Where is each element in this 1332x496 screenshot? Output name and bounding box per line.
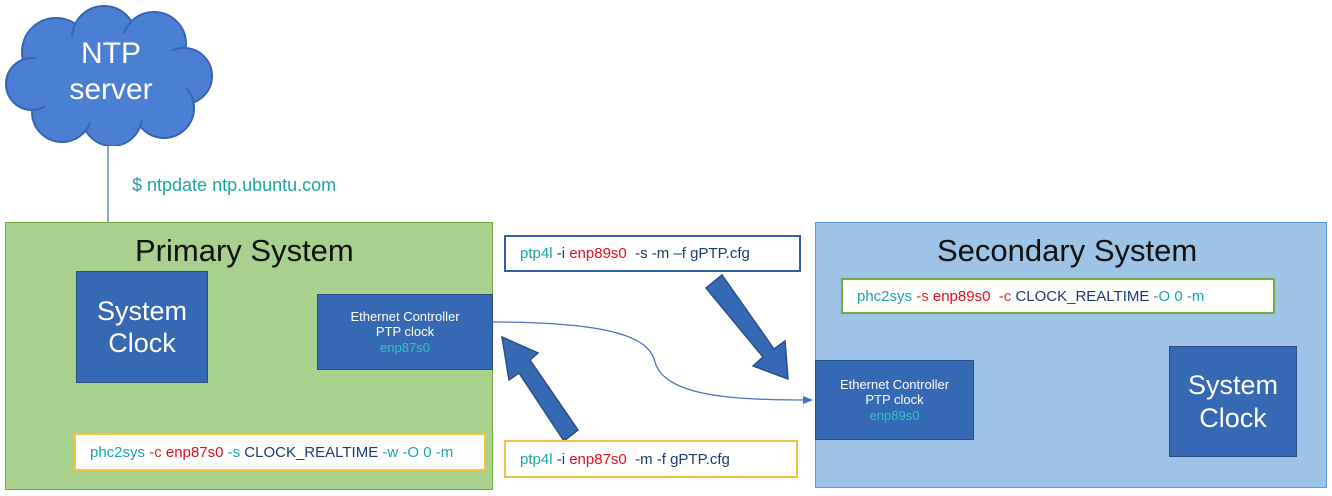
command-token: CLOCK_REALTIME (244, 443, 383, 461)
command-token: enp87s0 (569, 450, 636, 468)
command-token: CLOCK_REALTIME (1015, 287, 1154, 305)
secondary-ethernet-controller-box: Ethernet Controller PTP clock enp89s0 (815, 360, 974, 440)
secondary-system-title: Secondary System (937, 233, 1198, 268)
command-token: -i (556, 450, 570, 468)
primary-system-title: Primary System (135, 233, 354, 268)
ntpdate-command: $ ntpdate ntp.ubuntu.com (132, 175, 337, 195)
eth-label-line1: Ethernet Controller (839, 376, 950, 392)
secondary-system-clock-box: System Clock (1169, 346, 1297, 457)
ntp-label: NTP (81, 37, 141, 70)
eth-label-line2: PTP clock (865, 392, 924, 408)
command-token: enp89s0 (932, 287, 999, 305)
command-token: -w -O 0 -m (382, 443, 454, 461)
ptp4l-secondary-block-arrow (704, 273, 789, 381)
eth-iface-label: enp87s0 (380, 339, 430, 355)
ptp4l-secondary-command: ptp4l -i enp89s0 -s -m –f gPTP.cfg (504, 235, 801, 272)
command-token: -s -m –f gPTP.cfg (635, 245, 750, 262)
clock-label-line1: System (96, 295, 188, 326)
phc2sys-primary-command: phc2sys -c enp87s0 -s CLOCK_REALTIME -w … (74, 433, 486, 471)
command-token: -m -f gPTP.cfg (635, 450, 730, 468)
command-token: phc2sys (857, 287, 917, 305)
ptp4l-primary-block-arrow (501, 335, 580, 443)
clock-label-line2: Clock (108, 328, 176, 358)
cloud-icon (5, 5, 213, 147)
command-token: -O 0 -m (1153, 287, 1205, 305)
command-token: -i (556, 245, 570, 262)
phc2sys-secondary-command: phc2sys -s enp89s0 -c CLOCK_REALTIME -O … (841, 278, 1275, 314)
command-token: phc2sys (90, 443, 150, 461)
eth-label-line1: Ethernet Controller (350, 308, 460, 324)
ntp-server-cloud: NTP server (4, 4, 218, 147)
eth-iface-label: enp89s0 (869, 407, 920, 423)
command-token: -s (916, 287, 933, 305)
primary-system-clock-box: System Clock (76, 271, 208, 383)
eth-label-line2: PTP clock (375, 324, 435, 340)
server-label: server (69, 73, 153, 106)
ptp-link-curve (492, 321, 813, 404)
primary-ethernet-controller-box: Ethernet Controller PTP clock enp87s0 (317, 294, 493, 370)
command-token: ptp4l (520, 450, 557, 468)
command-token: -c (149, 443, 166, 461)
clock-label-line2: Clock (1199, 402, 1267, 433)
ptp4l-primary-command: ptp4l -i enp87s0 -m -f gPTP.cfg (504, 440, 798, 478)
command-token: -c (998, 287, 1016, 305)
clock-label-line1: System (1187, 370, 1279, 401)
command-token: ptp4l (520, 245, 557, 262)
command-token: -s (227, 443, 245, 461)
command-token: enp87s0 (165, 443, 228, 461)
command-token: enp89s0 (569, 245, 636, 262)
